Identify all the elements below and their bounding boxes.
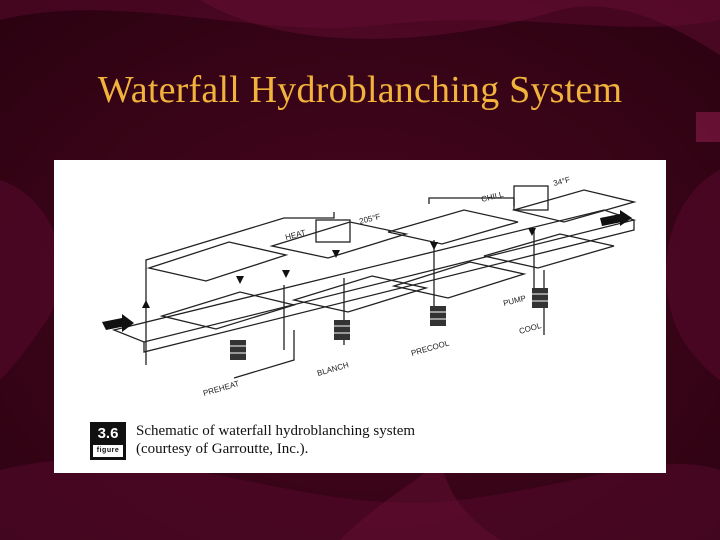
tray-upper-3 — [387, 209, 519, 245]
pump-4 — [532, 288, 548, 308]
tray-upper-5 — [511, 189, 637, 223]
pump-2 — [334, 320, 350, 340]
label-cool: COOL — [518, 321, 543, 336]
tray-upper-4 — [483, 233, 615, 269]
label-heat-temp: 205°F — [358, 212, 381, 226]
recirculation-pipe — [145, 212, 335, 379]
tray-lower-2 — [291, 275, 429, 313]
figure-panel: HEAT 205°F CHILL 34°F PUMP PREHEAT BLANC… — [54, 160, 666, 473]
label-chill-temp: 34°F — [552, 175, 571, 188]
inlet-arrow — [102, 318, 126, 330]
figure-number-label: figure — [93, 445, 123, 457]
label-pump: PUMP — [502, 294, 527, 308]
slide-title: Waterfall Hydroblanching System — [97, 69, 623, 111]
figure-caption-line-2: (courtesy of Garroutte, Inc.). — [136, 441, 309, 457]
label-blanch: BLANCH — [316, 360, 350, 378]
chill-tank — [513, 185, 549, 211]
pump-1 — [230, 340, 246, 360]
label-precool: PRECOOL — [410, 338, 451, 358]
hydroblanching-schematic: HEAT 205°F CHILL 34°F PUMP PREHEAT BLANC… — [102, 175, 637, 398]
pump-3 — [430, 306, 446, 326]
tray-upper-1 — [146, 241, 289, 282]
tray-lower-1 — [159, 291, 297, 330]
figure-number: 3.6 — [97, 425, 119, 442]
label-chill: CHILL — [480, 190, 505, 204]
figure-caption-line-1: Schematic of waterfall hydroblanching sy… — [136, 423, 416, 439]
figure-number-badge: 3.6 figure — [90, 422, 126, 460]
label-preheat: PREHEAT — [202, 379, 240, 398]
label-heat: HEAT — [284, 228, 306, 242]
figure-caption: Schematic of waterfall hydroblanching sy… — [136, 422, 636, 458]
tray-upper-2 — [269, 221, 409, 259]
tray-lower-3 — [391, 261, 527, 299]
outlet-arrow — [600, 214, 622, 226]
heat-tank — [315, 219, 351, 243]
